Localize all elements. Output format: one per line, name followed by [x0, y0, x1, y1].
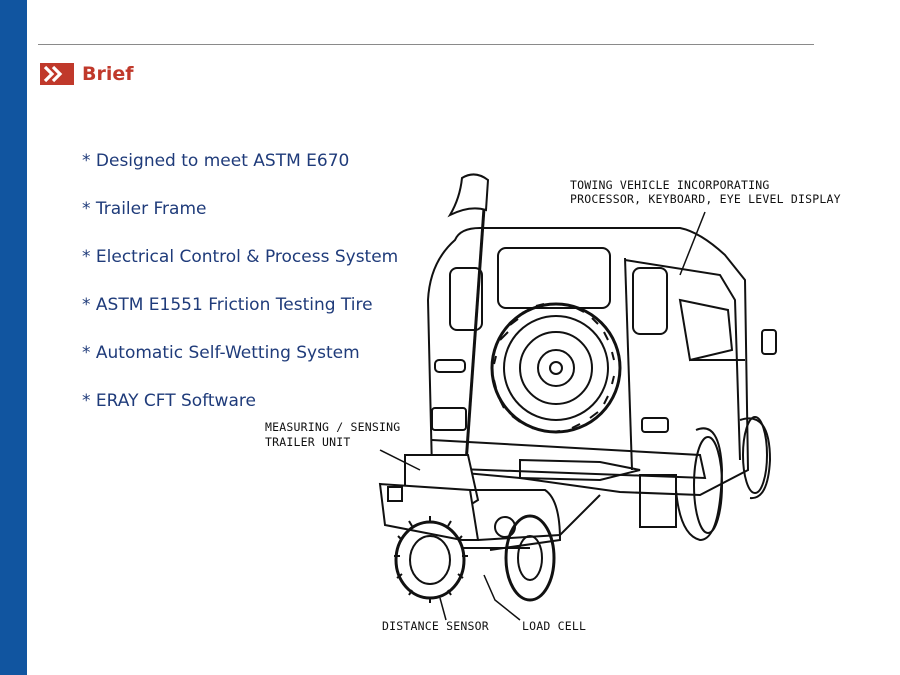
- feature-list: * Designed to meet ASTM E670 * Trailer F…: [82, 149, 398, 437]
- list-item: * ASTM E1551 Friction Testing Tire: [82, 295, 373, 315]
- towing-vehicle-label: PROCESSOR, KEYBOARD, EYE LEVEL DISPLAY: [570, 192, 841, 206]
- chevron-right-icon: [40, 63, 74, 85]
- list-item: * ERAY CFT Software: [82, 391, 256, 411]
- vehicle-trailer-illustration: [378, 173, 777, 621]
- header-divider: [38, 44, 814, 45]
- list-item: * Automatic Self-Wetting System: [82, 343, 360, 363]
- distance-sensor-label: DISTANCE SENSOR: [382, 619, 489, 633]
- load-cell-label: LOAD CELL: [522, 619, 587, 633]
- trailer-unit-label: MEASURING / SENSING: [265, 420, 401, 434]
- list-item: * Trailer Frame: [82, 199, 207, 219]
- left-accent-bar: [0, 0, 27, 675]
- list-item: * Electrical Control & Process System: [82, 247, 399, 267]
- trailer-unit-label: TRAILER UNIT: [265, 435, 351, 449]
- section-title: Brief: [82, 63, 134, 85]
- list-item: * Designed to meet ASTM E670: [82, 151, 350, 171]
- section-header: Brief: [40, 62, 134, 86]
- towing-vehicle-label: TOWING VEHICLE INCORPORATING: [570, 178, 770, 192]
